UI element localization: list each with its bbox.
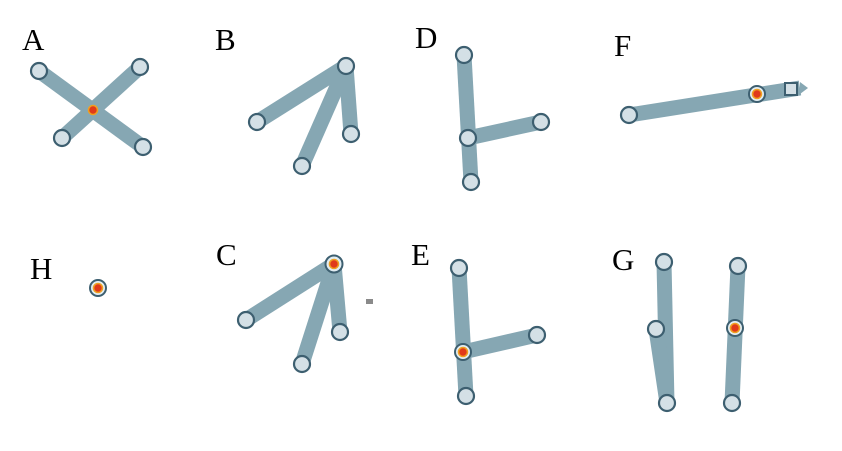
bar-c-3 xyxy=(326,263,348,333)
joint-node[interactable] xyxy=(454,45,474,65)
joint-node[interactable] xyxy=(133,137,153,157)
joint-node[interactable] xyxy=(336,56,356,76)
joint-node[interactable] xyxy=(646,319,666,339)
joint-node[interactable] xyxy=(29,61,49,81)
joint-node[interactable] xyxy=(341,124,361,144)
joint-node[interactable] xyxy=(52,128,72,148)
pivot-marker[interactable] xyxy=(751,88,763,100)
panel-b: B xyxy=(215,22,361,176)
joint-node[interactable] xyxy=(458,128,478,148)
joint-node[interactable] xyxy=(330,322,350,342)
panel-label-a: A xyxy=(22,22,45,57)
joint-node[interactable] xyxy=(292,354,312,374)
bar-b-3 xyxy=(338,65,359,135)
bar-b-1 xyxy=(253,59,350,129)
panel-label-h: H xyxy=(30,251,52,286)
panel-label-e: E xyxy=(411,237,430,272)
joint-node[interactable] xyxy=(292,156,312,176)
panel-label-b: B xyxy=(215,22,236,57)
panel-h: H xyxy=(30,251,107,297)
pivot-marker[interactable] xyxy=(328,258,340,270)
joint-node[interactable] xyxy=(722,393,742,413)
joint-node[interactable] xyxy=(728,256,748,276)
bar-g-2 xyxy=(648,327,675,405)
joint-node[interactable] xyxy=(657,393,677,413)
bar-f-tip xyxy=(800,82,808,94)
joint-node[interactable] xyxy=(236,310,256,330)
joint-node[interactable] xyxy=(247,112,267,132)
panel-a: A xyxy=(22,22,153,157)
panel-e: E xyxy=(411,237,547,406)
joint-node[interactable] xyxy=(456,386,476,406)
pivot-marker[interactable] xyxy=(729,322,741,334)
joint-node[interactable] xyxy=(449,258,469,278)
panel-label-d: D xyxy=(415,20,437,55)
joint-node[interactable] xyxy=(130,57,150,77)
square-handle-icon[interactable] xyxy=(784,82,798,96)
bar-b-2 xyxy=(295,62,353,170)
pivot-marker[interactable] xyxy=(92,282,104,294)
joint-node[interactable] xyxy=(654,252,674,272)
pivot-marker[interactable] xyxy=(457,346,469,358)
pivot-marker[interactable] xyxy=(87,104,99,116)
bar-f-1 xyxy=(627,80,802,123)
bar-c-1 xyxy=(241,257,339,327)
joint-node[interactable] xyxy=(461,172,481,192)
panel-label-g: G xyxy=(612,242,634,277)
joint-node[interactable] xyxy=(619,105,639,125)
bar-a-2 xyxy=(56,61,146,144)
panel-label-f: F xyxy=(614,28,631,63)
joint-node[interactable] xyxy=(527,325,547,345)
panel-d: D xyxy=(415,20,551,192)
bar-e-2 xyxy=(461,327,539,360)
panel-f: F xyxy=(614,28,808,125)
stray-mark xyxy=(366,299,373,304)
joint-node[interactable] xyxy=(531,112,551,132)
bar-d-1 xyxy=(456,54,479,183)
bar-e-1 xyxy=(451,267,474,397)
panel-c: C xyxy=(216,237,373,374)
panel-label-c: C xyxy=(216,237,237,272)
bar-d-2 xyxy=(466,114,543,146)
panel-g: G xyxy=(612,242,748,413)
